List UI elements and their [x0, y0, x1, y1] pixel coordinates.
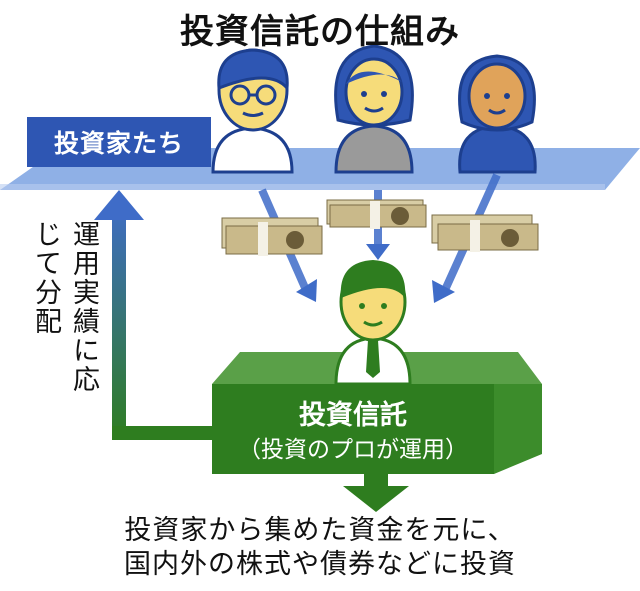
- investor-glasses-icon: [211, 48, 294, 174]
- banknote-stack-icon: [326, 199, 427, 229]
- fund-name: 投資信託: [299, 400, 407, 431]
- fund-manager-icon: [334, 260, 412, 386]
- output-arrow: [343, 474, 409, 512]
- banknote-stack-icon: [431, 214, 539, 252]
- investor-dark-icon: [458, 54, 537, 174]
- investors-label: 投資家たち: [27, 117, 211, 167]
- investor-woman-icon: [334, 44, 414, 174]
- banknote-stack-icon: [221, 217, 323, 256]
- result-description: 投資家から集めた資金を元に、 国内外の株式や債券などに投資: [0, 514, 640, 582]
- result-line: 投資家から集めた資金を元に、: [124, 515, 516, 546]
- distribution-label: 運用実績に応じて分配: [30, 220, 99, 394]
- page-title: 投資信託の仕組み: [180, 12, 460, 52]
- result-line: 国内外の株式や債券などに投資: [124, 549, 516, 580]
- fund-subtitle: （投資のプロが運用）: [238, 437, 468, 463]
- distribution-arrow: [94, 190, 217, 440]
